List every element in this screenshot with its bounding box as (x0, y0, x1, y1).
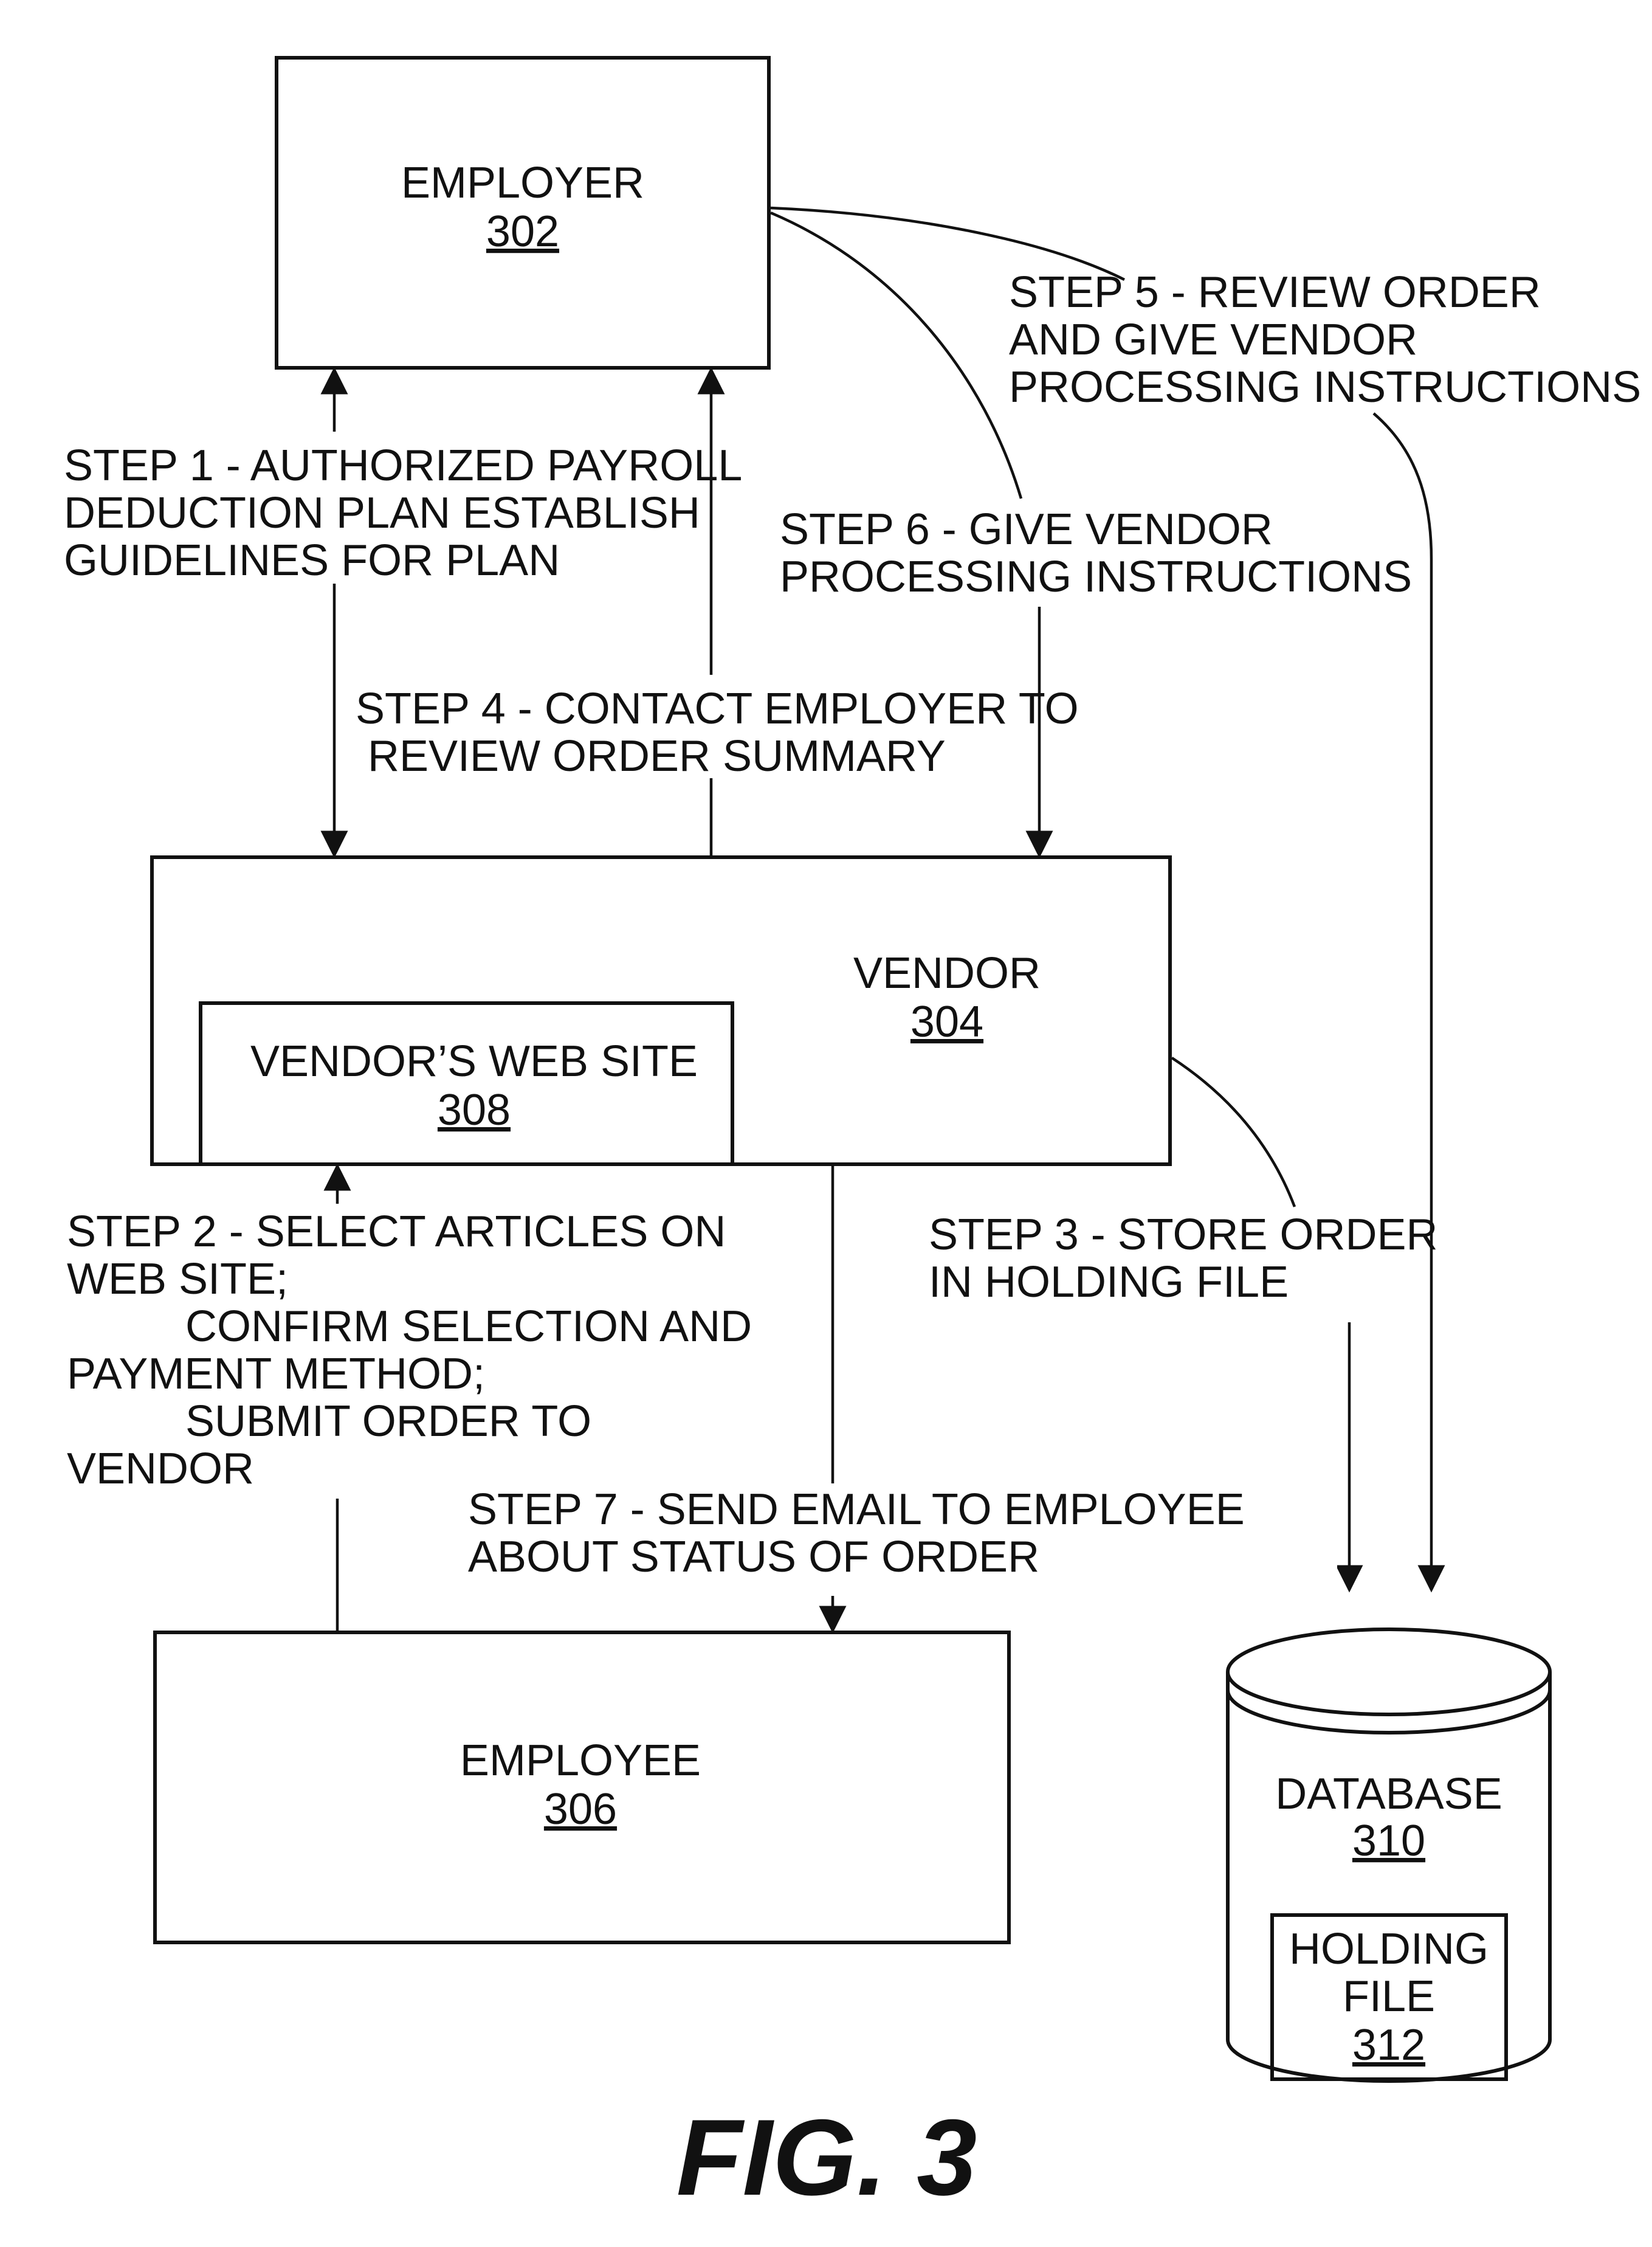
employee-label: EMPLOYEE (460, 1736, 701, 1785)
step7-line-2: ABOUT STATUS OF ORDER (468, 1533, 1039, 1581)
step6-line-2: PROCESSING INSTRUCTIONS (780, 553, 1412, 601)
step1-line-1: STEP 1 - AUTHORIZED PAYROLL (64, 441, 742, 490)
website-label: VENDOR’S WEB SITE (250, 1037, 698, 1086)
database-ref: 310 (1352, 1817, 1425, 1865)
step1-line-2: DEDUCTION PLAN ESTABLISH (64, 489, 700, 537)
step3-line-1: STEP 3 - STORE ORDER (929, 1210, 1438, 1259)
step2-line-2: WEB SITE; (67, 1255, 288, 1303)
website-ref: 308 (438, 1086, 511, 1134)
step5-line-2: AND GIVE VENDOR (1009, 316, 1417, 364)
vendor-box (152, 857, 1170, 1164)
step3-curve (1172, 1058, 1295, 1207)
employer-label: EMPLOYER (401, 159, 644, 207)
step2-line-3: CONFIRM SELECTION AND (185, 1302, 752, 1351)
step4-line-1: STEP 4 - CONTACT EMPLOYER TO (356, 685, 1079, 733)
employee-ref: 306 (544, 1785, 617, 1834)
holding-label-1: HOLDING (1289, 1925, 1489, 1973)
step2-line-4: PAYMENT METHOD; (67, 1350, 485, 1398)
database-label: DATABASE (1275, 1770, 1502, 1818)
vendor-ref: 304 (910, 998, 983, 1046)
holding-label-2: FILE (1343, 1972, 1435, 2021)
step6-line-1: STEP 6 - GIVE VENDOR (780, 505, 1273, 554)
step4-line-2: REVIEW ORDER SUMMARY (368, 732, 946, 781)
step2-line-1: STEP 2 - SELECT ARTICLES ON (67, 1207, 726, 1256)
step5-line-1: STEP 5 - REVIEW ORDER (1009, 268, 1541, 317)
step7-line-1: STEP 7 - SEND EMAIL TO EMPLOYEE (468, 1485, 1245, 1534)
employer-ref: 302 (486, 207, 559, 256)
vendor-label: VENDOR (853, 949, 1041, 998)
step2-line-5: SUBMIT ORDER TO (185, 1397, 591, 1446)
step2-line-6: VENDOR (67, 1444, 254, 1493)
step5-line-3: PROCESSING INSTRUCTIONS (1009, 363, 1641, 412)
figure-label: FIG. 3 (676, 2097, 977, 2218)
step3-line-2: IN HOLDING FILE (929, 1258, 1289, 1306)
holding-ref: 312 (1352, 2021, 1425, 2069)
step6-curve (771, 213, 1021, 499)
step1-line-3: GUIDELINES FOR PLAN (64, 536, 560, 585)
